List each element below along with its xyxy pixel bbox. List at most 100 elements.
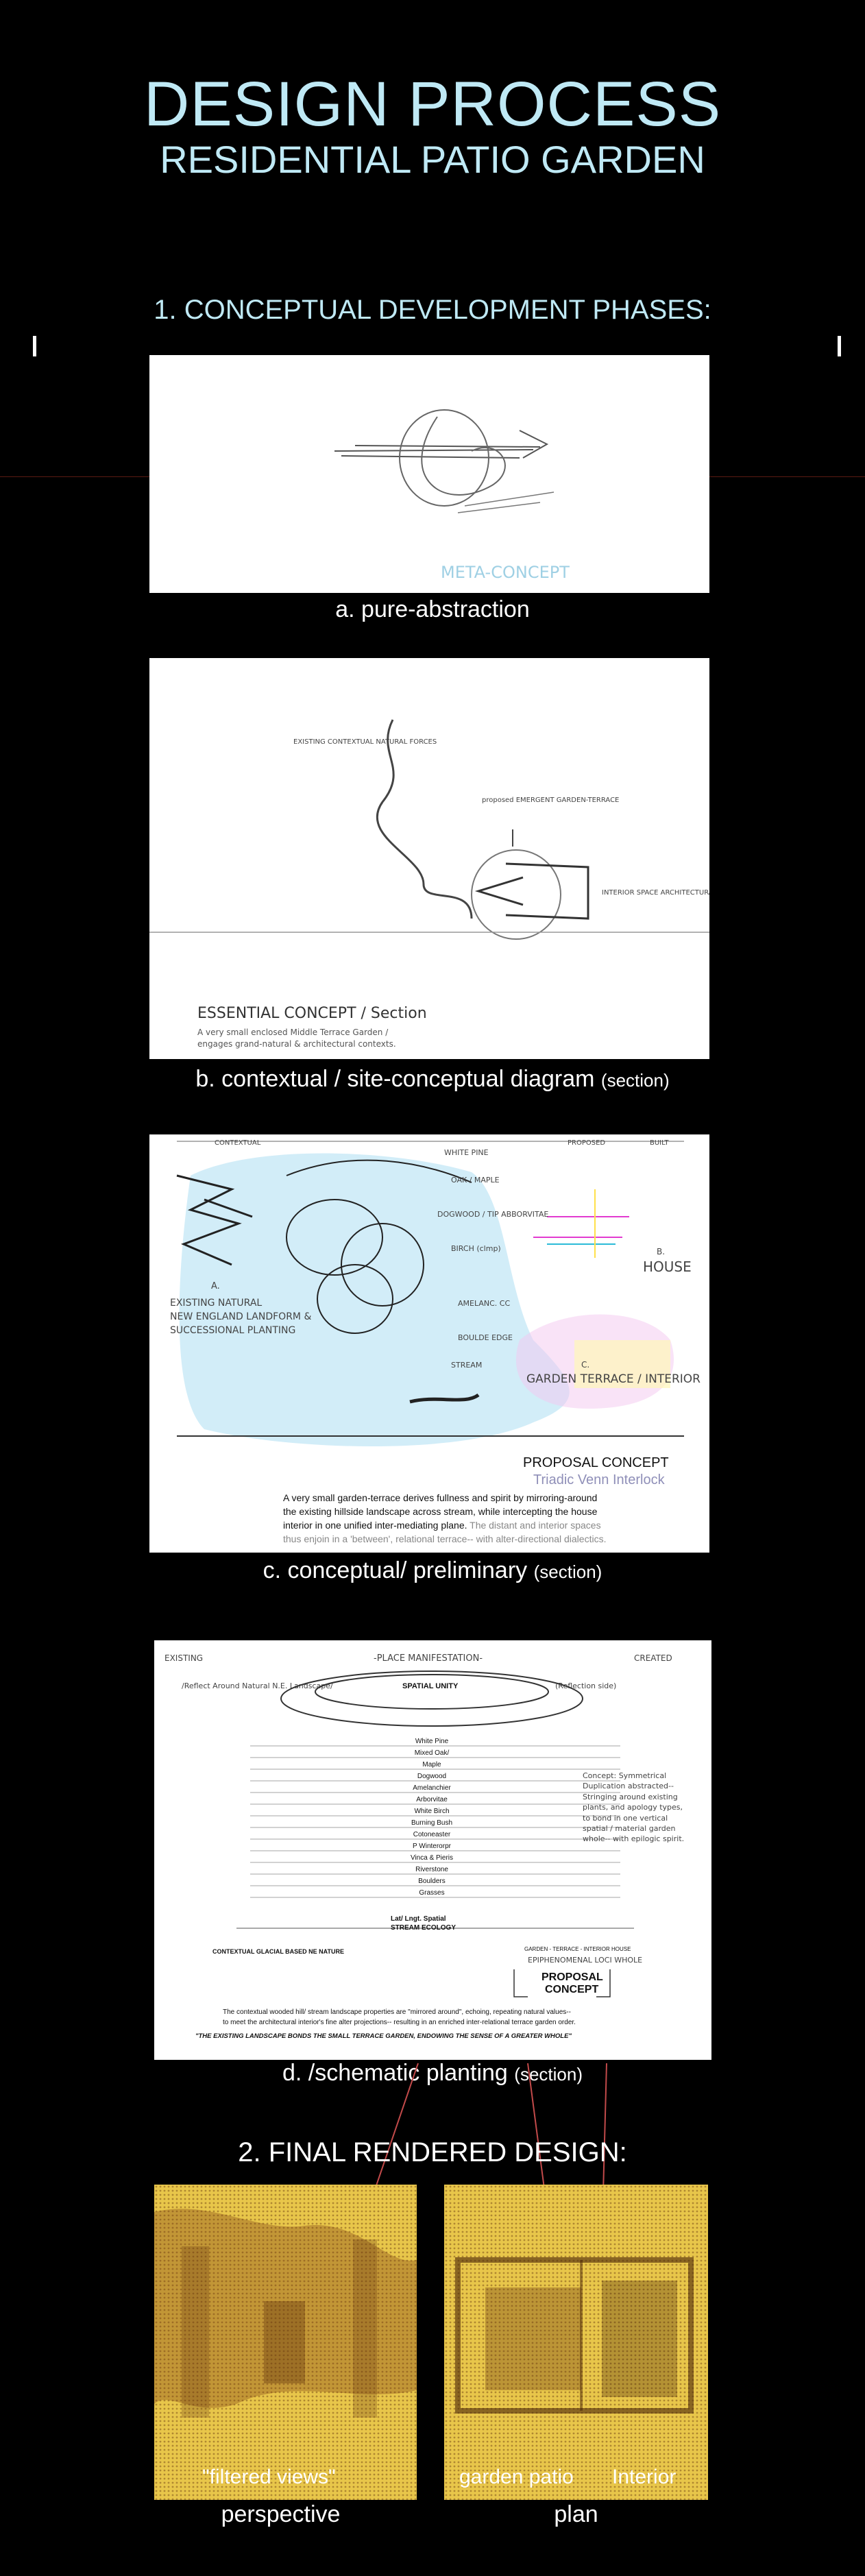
plant-label: Vinca & Pieris xyxy=(411,1854,453,1862)
label-garden-patio: garden patio xyxy=(459,2466,574,2488)
page-subtitle: RESIDENTIAL PATIO GARDEN xyxy=(160,138,705,181)
plant-label: Arborvitae xyxy=(416,1796,448,1803)
proposal-para3-a: interior in one unified inter-mediating … xyxy=(283,1520,467,1531)
plant-label: Boulders xyxy=(418,1878,445,1885)
d-lat-long: Lat/ Lngt. Spatial xyxy=(391,1915,446,1923)
caption-b-main: b. contextual / site-conceptual diagram xyxy=(195,1066,595,1092)
d-para1: The contextual wooded hill/ stream lands… xyxy=(223,2008,571,2016)
proposal-title: PROPOSAL CONCEPT xyxy=(523,1455,669,1470)
plant-label: White Birch xyxy=(414,1808,449,1815)
top-built: BUILT xyxy=(650,1139,669,1147)
label-stream: STREAM xyxy=(451,1361,482,1370)
plant-label: Amelanchier xyxy=(413,1784,451,1792)
essential-concept-sketch: EXISTING CONTEXTUAL NATURAL FORCES propo… xyxy=(149,719,709,1049)
plant-label: White Pine xyxy=(415,1738,449,1745)
plant-label: Grasses xyxy=(419,1889,444,1897)
meta-concept-sketch: META-CONCEPT xyxy=(334,409,570,582)
note-proposed: proposed EMERGENT GARDEN-TERRACE xyxy=(482,797,619,804)
label-filtered-views: "filtered views" xyxy=(202,2466,336,2488)
caption-d-note: (section) xyxy=(514,2064,583,2085)
section1-heading: 1. CONCEPTUAL DEVELOPMENT PHASES: xyxy=(154,295,711,325)
caption-c-main: c. conceptual/ preliminary xyxy=(263,1557,528,1583)
plant-label: Riverstone xyxy=(415,1866,448,1873)
d-created: CREATED xyxy=(634,1653,672,1663)
schematic-planting-sketch: EXISTING -PLACE MANIFESTATION- CREATED /… xyxy=(165,1653,685,2040)
proposal-para3: interior in one unified inter-mediating … xyxy=(283,1520,601,1531)
right-tick-mark xyxy=(838,336,841,356)
d-spatial-unity: SPATIAL UNITY xyxy=(402,1682,459,1690)
caption-b: b. contextual / site-conceptual diagram … xyxy=(0,1066,865,1093)
panel-a-meta-concept: META-CONCEPT xyxy=(149,355,709,593)
label-oak-maple: OAK / MAPLE xyxy=(451,1176,500,1184)
d-proposal: PROPOSAL xyxy=(541,1971,603,1983)
label-amelanc: AMELANC. CC xyxy=(458,1299,510,1308)
note-existing: EXISTING CONTEXTUAL NATURAL FORCES xyxy=(293,738,437,746)
top-contextual: CONTEXTUAL xyxy=(215,1139,261,1147)
caption-c-note: (section) xyxy=(533,1562,602,1582)
divider-line-right xyxy=(709,476,865,477)
label-a: A. xyxy=(211,1281,220,1291)
perspective-render xyxy=(154,2185,417,2500)
proposal-para3-b: The distant and interior spaces xyxy=(467,1520,601,1531)
label-house: HOUSE xyxy=(643,1259,692,1275)
plant-label: Mixed Oak/ xyxy=(415,1749,450,1757)
proposal-subtitle: Triadic Venn Interlock xyxy=(533,1472,666,1487)
essential-line2: engages grand-natural & architectural co… xyxy=(197,1039,396,1049)
panel-b-essential-concept: EXISTING CONTEXTUAL NATURAL FORCES propo… xyxy=(149,658,709,1059)
caption-c: c. conceptual/ preliminary (section) xyxy=(0,1557,865,1584)
d-epiphenomenal: EPIPHENOMENAL LOCI WHOLE xyxy=(528,1956,642,1965)
page-title: DESIGN PROCESS xyxy=(143,69,722,139)
panel-d-schematic-planting: EXISTING -PLACE MANIFESTATION- CREATED /… xyxy=(154,1640,711,2060)
top-proposed: PROPOSED xyxy=(568,1139,605,1147)
caption-d: d. /schematic planting (section) xyxy=(0,2060,865,2087)
label-b: B. xyxy=(657,1247,665,1256)
d-reflect: /Reflect Around Natural N.E. Landscape/ xyxy=(182,1681,333,1690)
label-boulder-edge: BOULDE EDGE xyxy=(458,1333,513,1342)
proposal-para4: thus enjoin in a 'between', relational t… xyxy=(283,1533,606,1544)
proposal-para2: the existing hillside landscape across s… xyxy=(283,1506,598,1517)
render-plan: garden patio Interior xyxy=(444,2185,708,2500)
d-contextual-glacial: CONTEXTUAL GLACIAL BASED NE NATURE xyxy=(212,1948,344,1955)
d-para3: "THE EXISTING LANDSCAPE BONDS THE SMALL … xyxy=(195,2032,572,2040)
plant-label: Burning Bush xyxy=(411,1819,452,1827)
label-garden-terrace: GARDEN TERRACE / INTERIOR xyxy=(526,1372,700,1386)
d-concept: CONCEPT xyxy=(545,1984,598,1995)
label-a-text1: EXISTING NATURAL xyxy=(170,1298,262,1309)
note-interior: INTERIOR SPACE ARCHITECTURAL FORCES xyxy=(602,889,709,897)
plant-label: Cotoneaster xyxy=(413,1831,451,1838)
proposal-para1: A very small garden-terrace derives full… xyxy=(283,1492,597,1503)
plant-label: P Winterorpr xyxy=(413,1843,452,1850)
d-garden-terrace: GARDEN - TERRACE - INTERIOR HOUSE xyxy=(524,1946,631,1952)
caption-plan: plan xyxy=(554,2501,598,2527)
species-labels: WHITE PINE OAK / MAPLE DOGWOOD / TIP ABB… xyxy=(437,1148,548,1370)
label-c: C. xyxy=(581,1360,589,1370)
d-existing: EXISTING xyxy=(165,1653,203,1663)
render-perspective: "filtered views" xyxy=(154,2185,417,2500)
meta-concept-label: META-CONCEPT xyxy=(441,563,570,582)
divider-line-left xyxy=(0,476,149,477)
plant-label: Maple xyxy=(422,1761,441,1769)
left-tick-mark xyxy=(33,336,36,356)
plant-label: Dogwood xyxy=(417,1773,446,1780)
label-birch: BIRCH (clmp) xyxy=(451,1244,501,1253)
label-a-text2: NEW ENGLAND LANDFORM & xyxy=(170,1311,311,1322)
caption-d-main: d. /schematic planting xyxy=(282,2060,508,2086)
label-white-pine: WHITE PINE xyxy=(444,1148,489,1157)
proposal-concept-sketch: CONTEXTUAL PROPOSED BUILT WHITE PINE OAK… xyxy=(170,1139,700,1544)
d-para2: to meet the architectural interior's fin… xyxy=(223,2019,576,2026)
d-stream-ecology: STREAM ECOLOGY xyxy=(391,1924,456,1932)
caption-perspective: perspective xyxy=(221,2501,341,2527)
d-concept-note: Concept: Symmetrical Duplication abstrac… xyxy=(583,1771,685,1844)
plan-render xyxy=(444,2185,708,2500)
label-interior: Interior xyxy=(612,2466,677,2488)
section2-heading: 2. FINAL RENDERED DESIGN: xyxy=(238,2137,627,2167)
panel-c-proposal-concept: CONTEXTUAL PROPOSED BUILT WHITE PINE OAK… xyxy=(149,1134,709,1553)
d-manifest: -PLACE MANIFESTATION- xyxy=(374,1653,483,1664)
connector-lines xyxy=(373,2063,607,2194)
essential-title: ESSENTIAL CONCEPT / Section xyxy=(197,1005,427,1022)
label-a-text3: SUCCESSIONAL PLANTING xyxy=(170,1325,295,1336)
label-dogwood: DOGWOOD / TIP ABBORVITAE xyxy=(437,1210,548,1219)
caption-b-note: (section) xyxy=(600,1070,670,1091)
essential-line1: A very small enclosed Middle Terrace Gar… xyxy=(197,1028,389,1037)
